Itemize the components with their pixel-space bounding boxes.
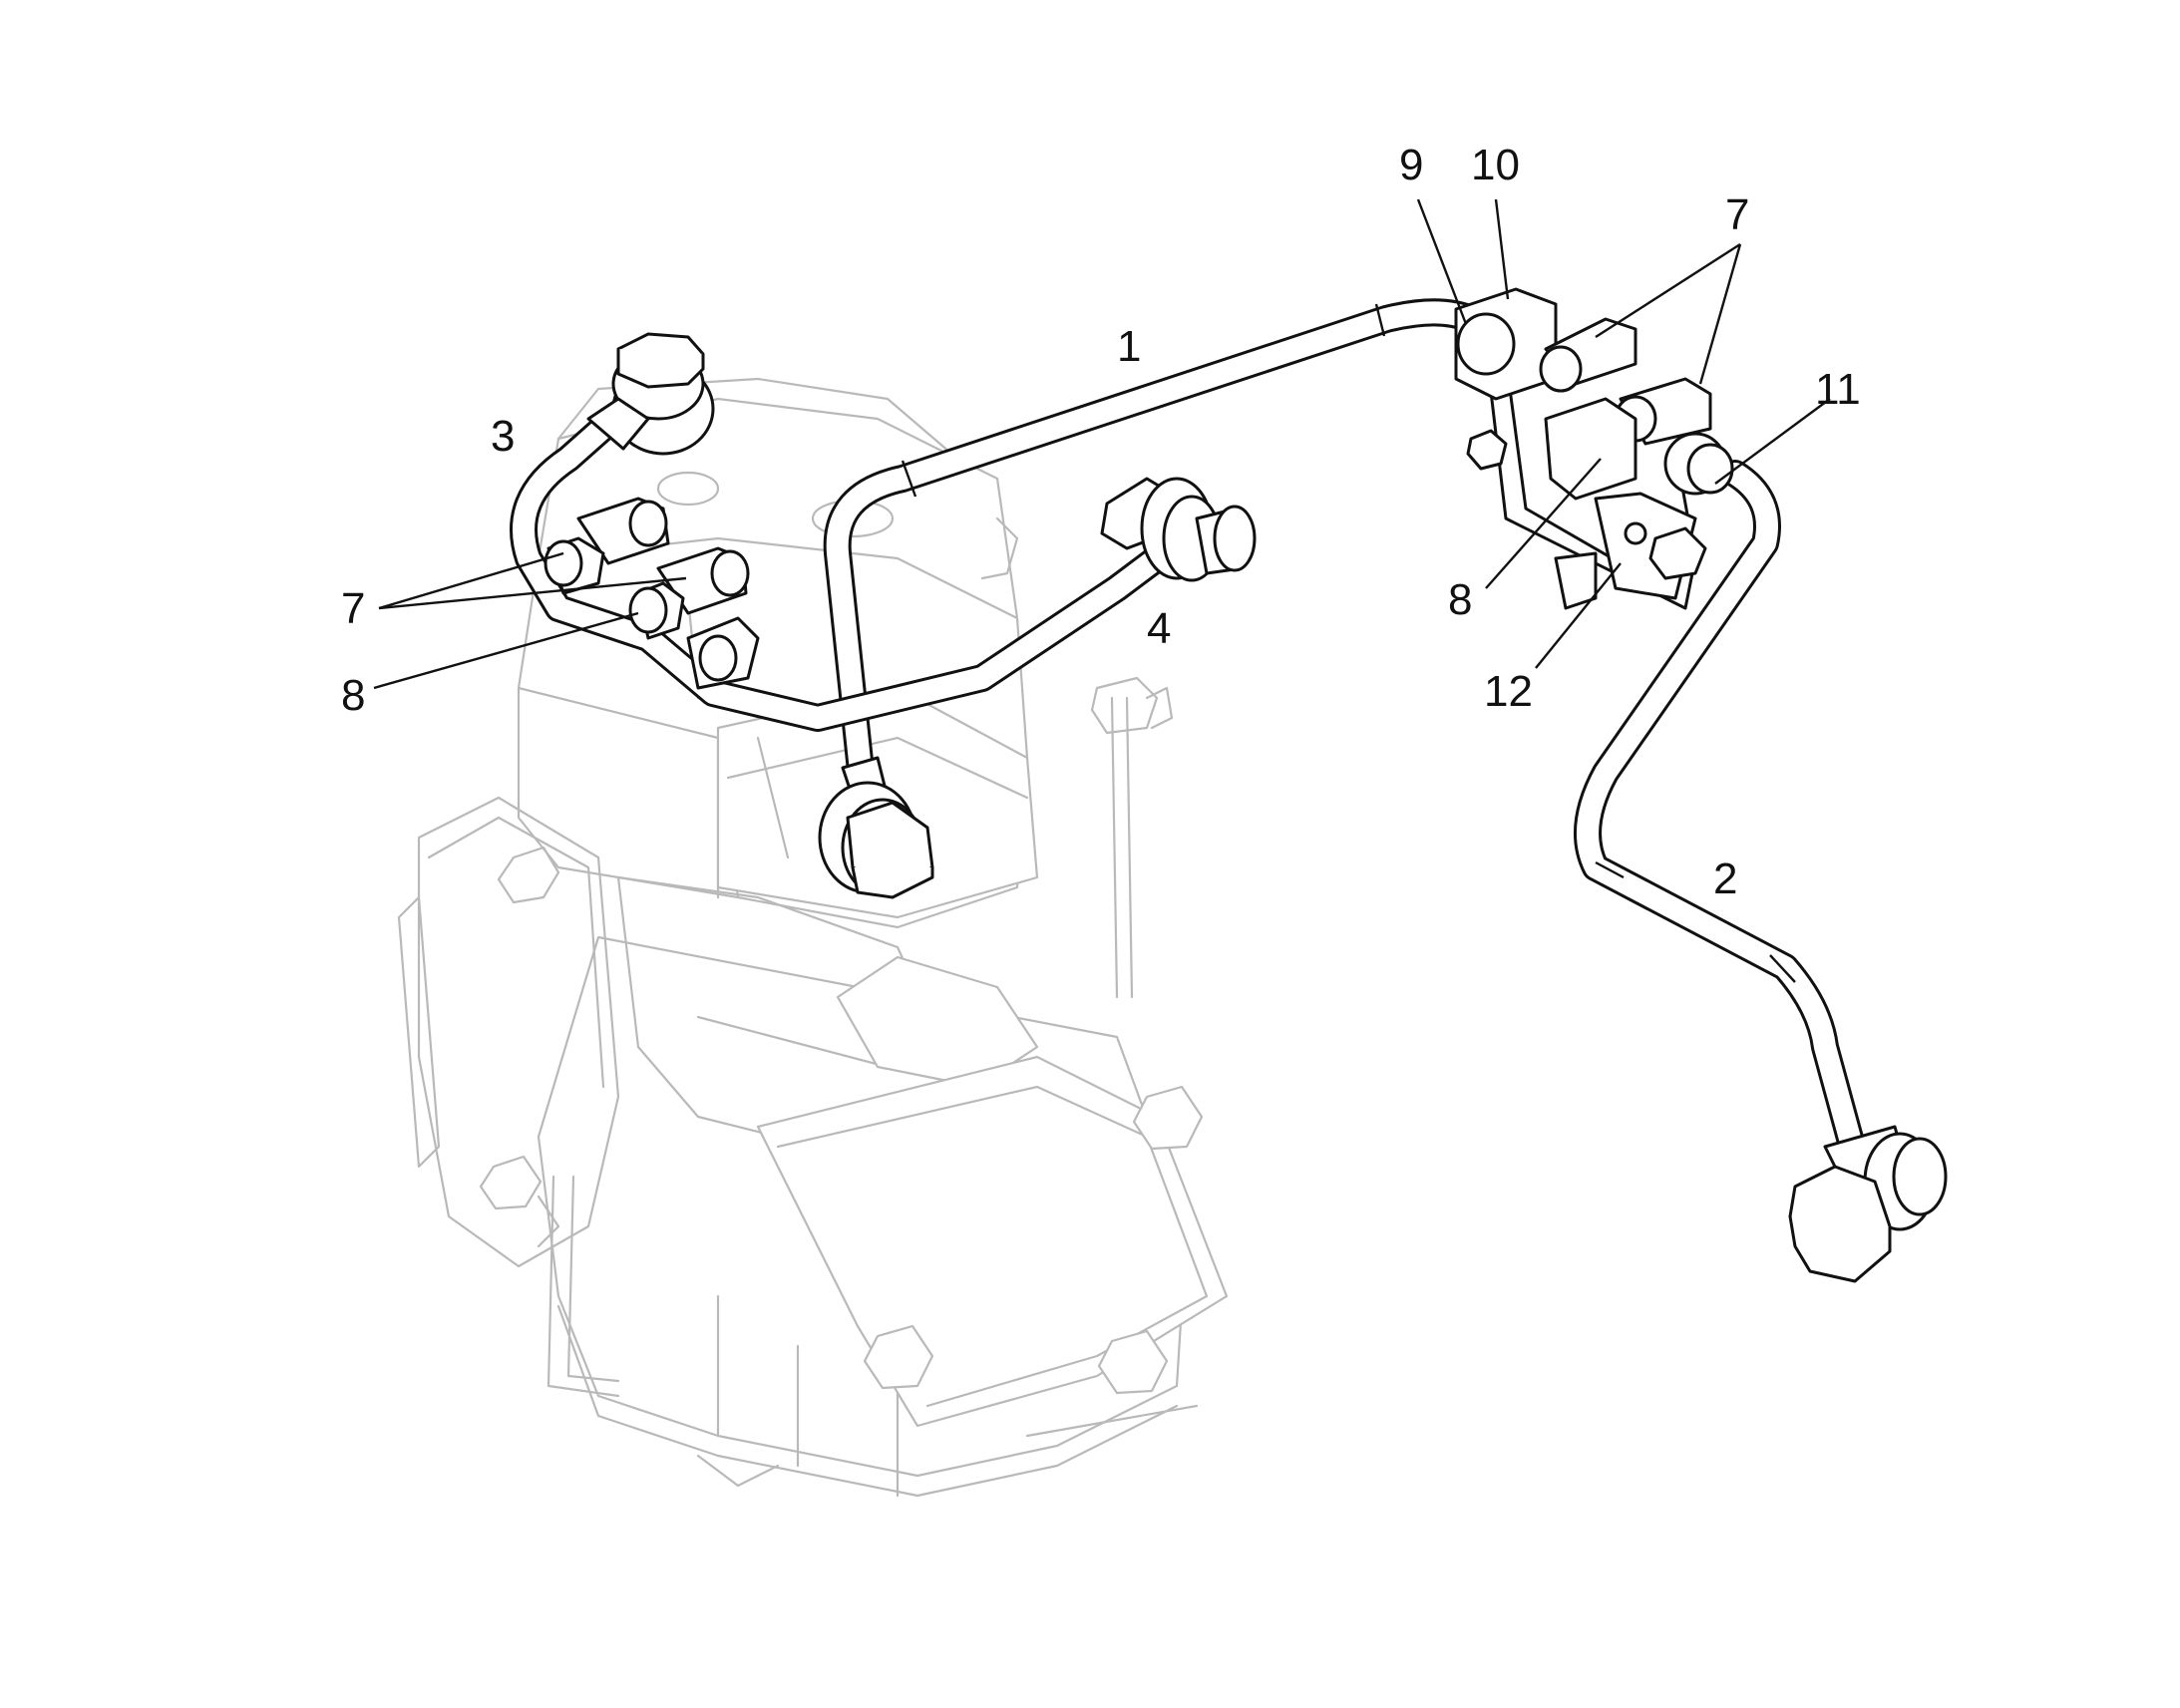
callout-8-right: 8 bbox=[1448, 575, 1472, 624]
leader-lines bbox=[373, 198, 1831, 690]
banjo-fitting-top-left bbox=[586, 332, 715, 456]
callout-4: 4 bbox=[1147, 604, 1171, 653]
callout-12: 12 bbox=[1484, 667, 1533, 716]
fitting-4 bbox=[1100, 477, 1257, 582]
callout-2: 2 bbox=[1713, 854, 1737, 903]
tee-fittings-left bbox=[544, 497, 760, 690]
callout-8-left: 8 bbox=[341, 671, 365, 720]
callout-labels: 1 2 3 4 7 7 8 8 9 10 11 12 bbox=[341, 141, 1861, 903]
callout-11: 11 bbox=[1815, 365, 1861, 414]
pipe-3 bbox=[510, 405, 1171, 732]
end-fitting-bottom-right bbox=[1788, 1125, 1948, 1283]
banjo-fitting-bottom bbox=[818, 756, 934, 899]
callout-1: 1 bbox=[1117, 322, 1141, 371]
bracket-assembly-right bbox=[1454, 287, 1734, 610]
callout-7-right: 7 bbox=[1725, 190, 1749, 239]
callout-7-left: 7 bbox=[341, 584, 365, 633]
callout-9: 9 bbox=[1399, 141, 1423, 189]
callout-3: 3 bbox=[491, 412, 515, 461]
callout-10: 10 bbox=[1471, 141, 1520, 189]
compressor-body-ghost bbox=[397, 377, 1229, 1498]
